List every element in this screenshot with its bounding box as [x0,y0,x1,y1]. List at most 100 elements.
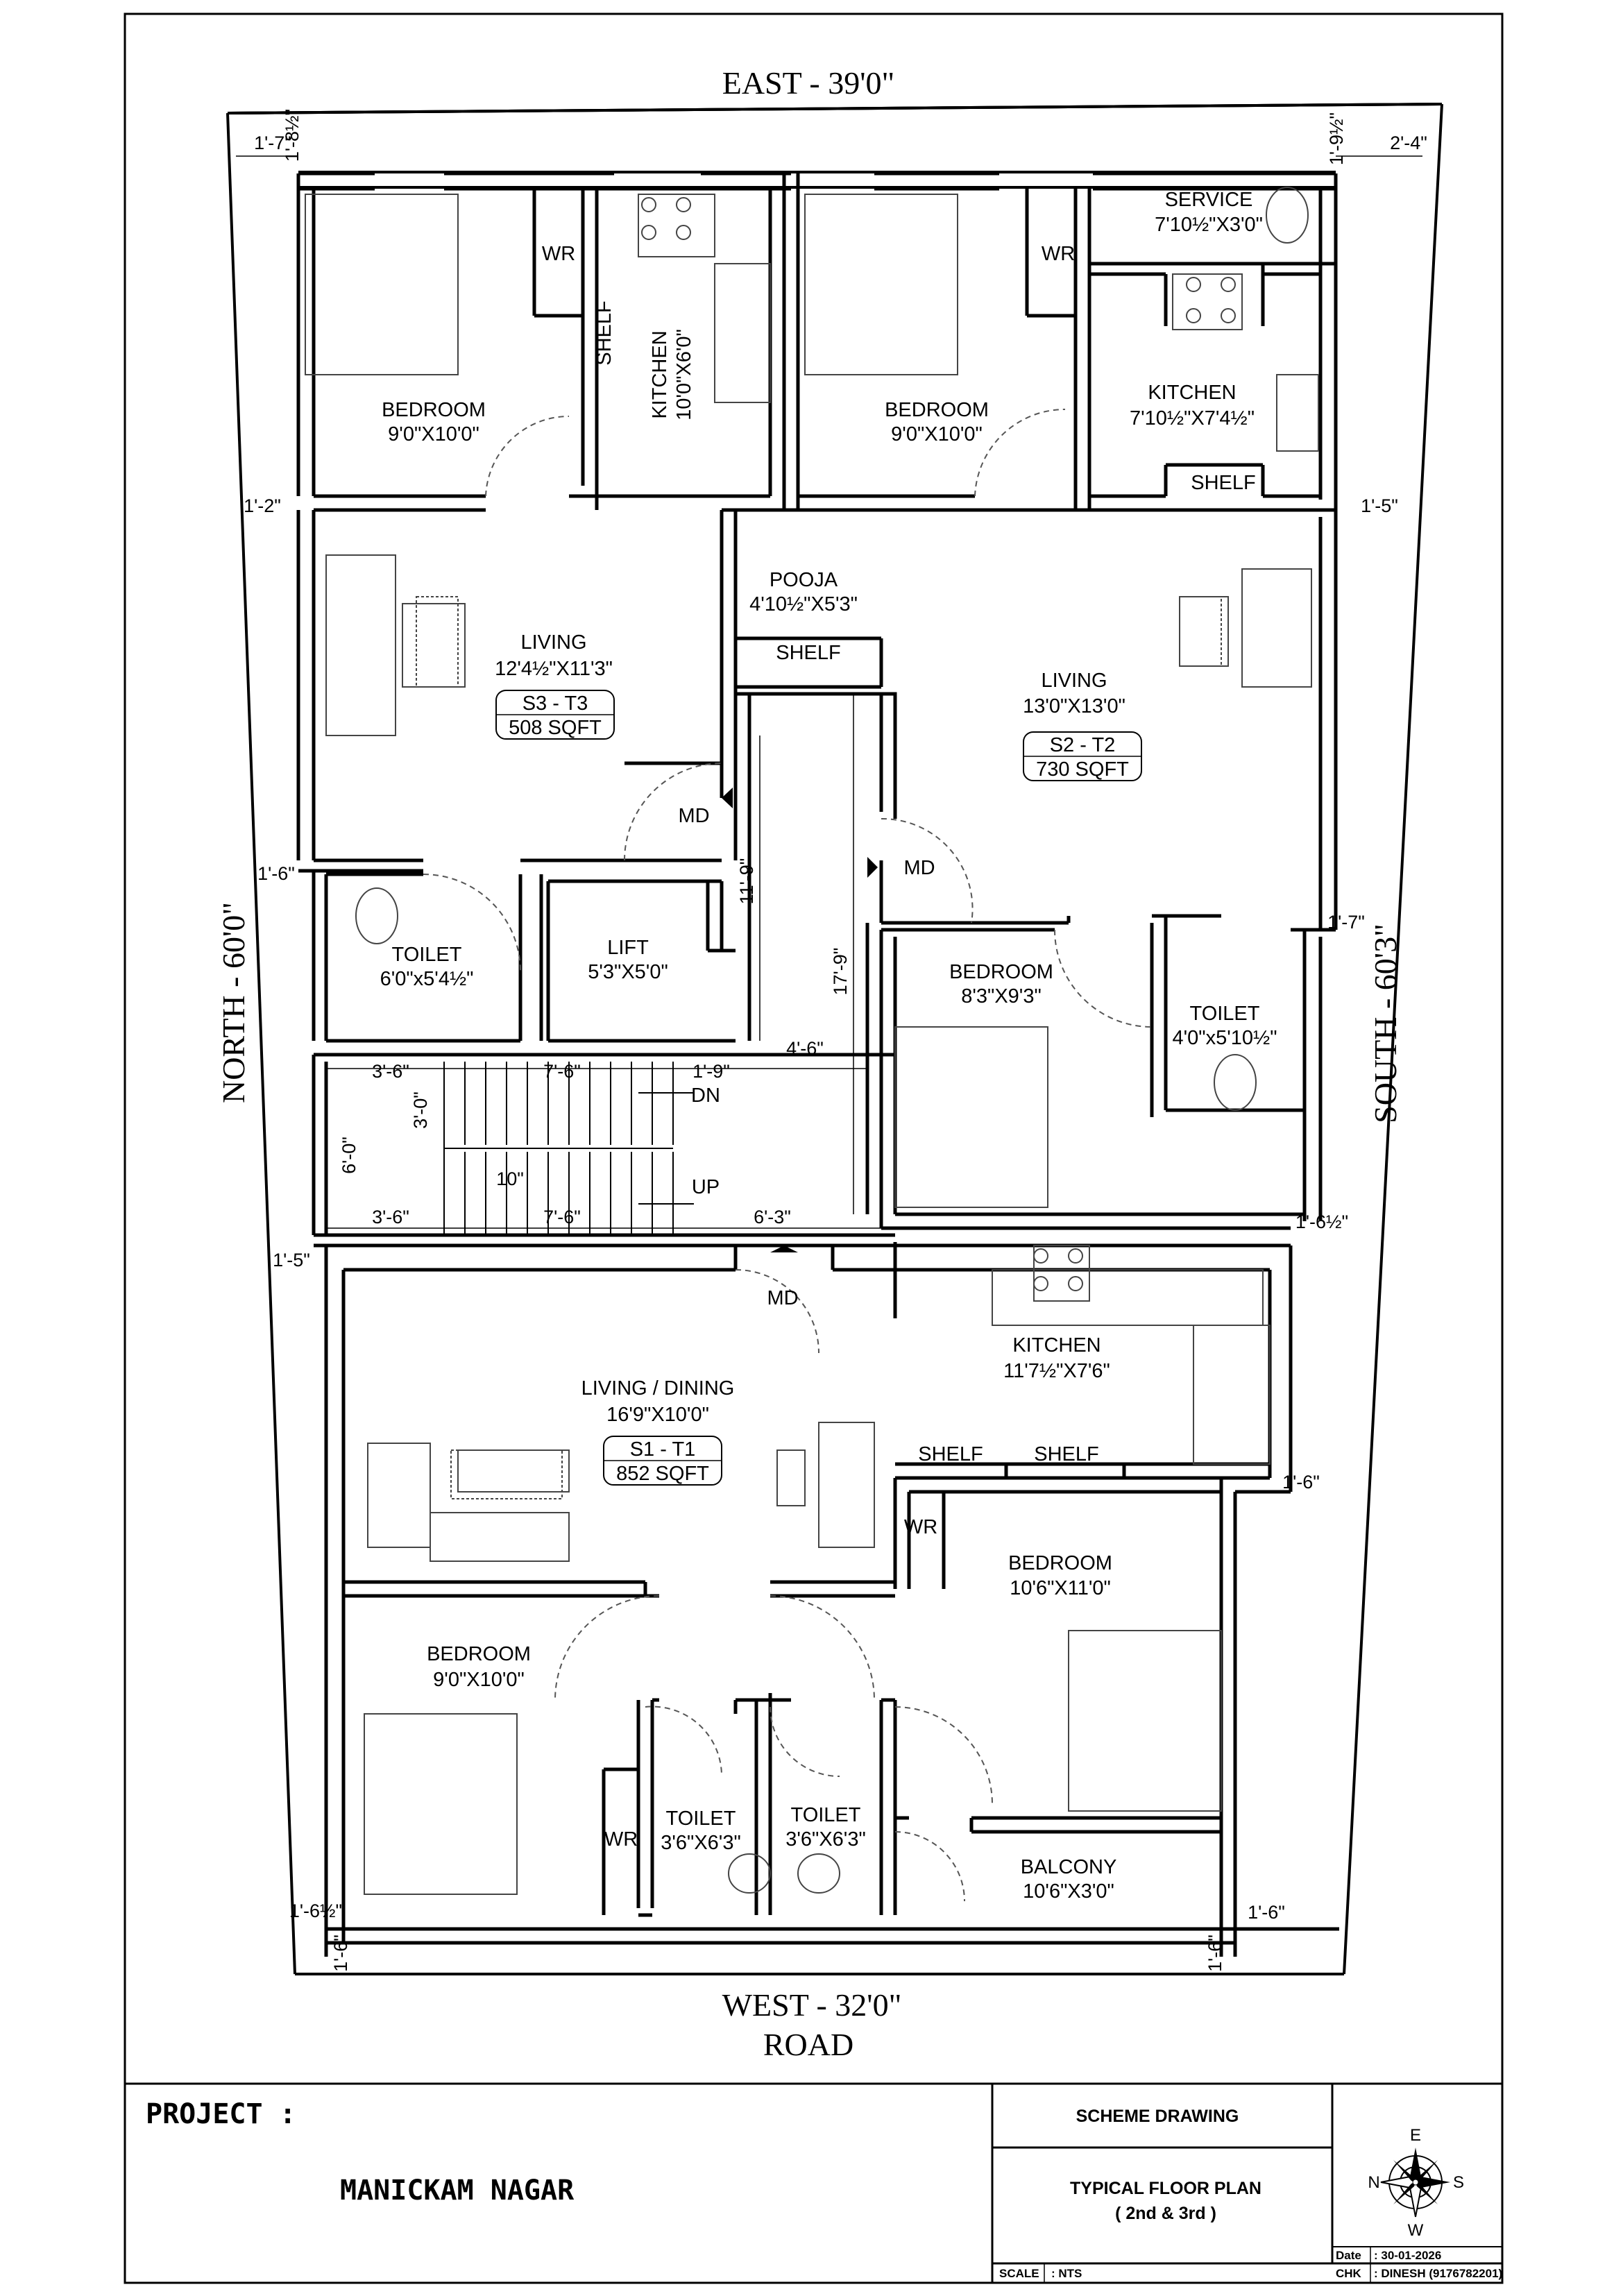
s1-shelf-1: SHELF [918,1443,983,1465]
dim-right-1: 1'-5" [1361,495,1398,516]
dim-left-3: 1'-5" [273,1250,310,1270]
s2-unit-code: S2 - T2 [1050,734,1116,756]
dim-bottom-right-h: 1'-6" [1205,1934,1225,1972]
s3-bedroom-name: BEDROOM [382,399,486,421]
dim-lobby-v2: 17'-9" [830,948,851,996]
dim-stair-d: 3'-6" [372,1207,409,1227]
s1-living-size: 16'9"X10'0" [606,1404,709,1426]
dim-stair-h: 3'-0" [410,1091,431,1129]
date-label: Date [1336,2249,1361,2262]
s3-toilet-name: TOILET [392,944,462,966]
md-arrow-3 [770,1245,798,1252]
dim-lobby-v1: 11'-9" [736,858,757,905]
s2-shelf: SHELF [1191,472,1255,494]
s1-balcony-name: BALCONY [1021,1856,1117,1878]
s2-bedroom-top-name: BEDROOM [885,399,989,421]
south-label: SOUTH - 60'3" [1368,924,1403,1123]
s2-main-door: MD [903,857,935,879]
s1-balcony-size: 10'6"X3'0" [1023,1880,1114,1903]
s3-bedroom-size: 9'0"X10'0" [388,423,479,445]
s1-wr-right: WR [904,1516,937,1538]
s2-toilet-size: 4'0"x5'10½" [1173,1027,1277,1049]
project-label: PROJECT : [146,2098,296,2130]
compass-icon [1380,2148,1450,2218]
dim-top-right-h: 1'-9½" [1326,112,1347,165]
s3-living-name: LIVING [520,631,586,654]
dim-stair-b: 7'-6" [543,1061,581,1082]
s2-bedroom-mid-size: 8'3"X9'3" [961,985,1042,1007]
sheet-title: TYPICAL FLOOR PLAN [1070,2179,1261,2198]
title-block: PROJECT : MANICKAM NAGAR SCHEME DRAWING … [125,2082,1502,2283]
s3-kitchen-size: 10'0"X6'0" [673,329,695,420]
dimension-lines [236,155,1422,1229]
chk-label: CHK [1336,2267,1362,2280]
stair-up: UP [692,1176,720,1198]
s3-toilet-size: 6'0"x5'4½" [380,968,474,990]
sheet-border [124,12,1504,2284]
s2-wr: WR [1042,243,1075,265]
pooja-name: POOJA [770,569,838,591]
s1-kitchen-size: 11'7½"X7'6" [1003,1360,1110,1382]
s1-living-name: LIVING / DINING [581,1377,735,1400]
dim-right-4: 1'-6" [1282,1472,1320,1493]
staircase [443,1062,694,1235]
lift-name: LIFT [607,937,649,959]
md-arrow-1 [722,788,733,808]
scale-value: : NTS [1051,2267,1082,2280]
dim-stair-c: 1'-9" [692,1061,730,1082]
s2-living-name: LIVING [1041,670,1107,692]
s1-toilet-1-size: 3'6"X6'3" [661,1832,741,1854]
dim-stair-a: 3'-6" [372,1061,409,1082]
s3-shelf: SHELF [593,300,615,365]
dim-right-2: 1'-7" [1327,912,1365,933]
s1-shelf-2: SHELF [1034,1443,1098,1465]
dim-left-1: 1'-2" [244,495,281,516]
s3-wr: WR [542,243,575,265]
s2-service-size: 7'10½"X3'0" [1155,214,1263,236]
s2-kitchen-size: 7'10½"X7'4½" [1130,407,1255,430]
dim-lobby-w: 4'-6" [786,1038,824,1059]
dim-stair-f: 6'-3" [754,1207,791,1227]
scale-label: SCALE [999,2267,1039,2280]
compass-e: E [1410,2126,1421,2145]
s1-bedroom-right-size: 10'6"X11'0" [1010,1577,1111,1599]
pooja-size: 4'10½"X5'3" [749,593,858,615]
s2-service-name: SERVICE [1165,189,1253,211]
east-label: EAST - 39'0" [722,65,895,101]
s2-living-size: 13'0"X13'0" [1023,695,1125,717]
plot-boundary-lines [226,103,1443,1975]
main-door-arrows [722,788,878,1252]
compass-s: S [1453,2173,1464,2192]
pooja-shelf: SHELF [776,642,840,664]
project-name: MANICKAM NAGAR [340,2175,575,2206]
s1-unit-code: S1 - T1 [630,1438,696,1461]
md-arrow-2 [867,857,878,878]
drawing-type: SCHEME DRAWING [1076,2107,1239,2126]
dim-left-2: 1'-6" [257,863,295,884]
s1-bedroom-right-name: BEDROOM [1008,1552,1112,1574]
compass-w: W [1408,2221,1424,2240]
dim-tread: 10" [496,1168,524,1189]
chk-value: : DINESH (9176782201) [1374,2267,1502,2280]
dim-bottom-right-w: 1'-6" [1248,1902,1285,1923]
s3-unit-area: 508 SQFT [509,717,602,739]
s1-unit-area: 852 SQFT [616,1463,709,1485]
compass-n: N [1368,2173,1379,2192]
walls [296,171,1339,1957]
dim-stair-side: 6'-0" [339,1137,359,1174]
north-label: NORTH - 60'0" [216,902,251,1103]
road-label: ROAD [763,2027,853,2062]
dim-bottom-left-h: 1'-6" [330,1934,351,1972]
dim-top-right-w: 2'-4" [1390,133,1427,153]
s3-living-size: 12'4½"X11'3" [495,658,613,680]
s1-toilet-2-size: 3'6"X6'3" [785,1828,866,1851]
s3-main-door: MD [678,805,709,827]
s2-unit-area: 730 SQFT [1036,758,1129,781]
east-edge [227,103,1443,114]
s1-bedroom-left-size: 9'0"X10'0" [433,1669,525,1691]
sheet-subtitle: ( 2nd & 3rd ) [1115,2204,1216,2223]
s1-toilet-1-name: TOILET [666,1808,736,1830]
s3-kitchen-name: KITCHEN [649,330,671,418]
